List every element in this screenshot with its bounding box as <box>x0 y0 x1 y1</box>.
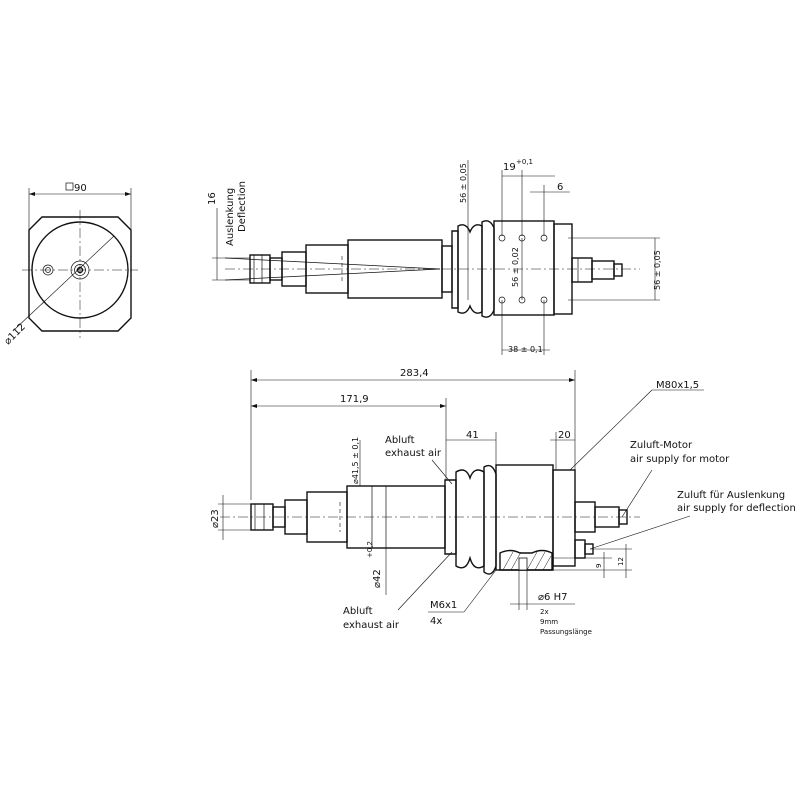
dim-19: 19 <box>503 162 516 173</box>
dim-20: 20 <box>558 430 571 441</box>
deflection-16: 16 <box>207 192 218 205</box>
top-view: 16 Auslenkung Deflection 56 ± 0,05 19 +0… <box>207 158 662 355</box>
label-motor-en: air supply for motor <box>630 454 730 465</box>
dim-19-tol: +0,1 <box>516 158 533 166</box>
dim-6: 6 <box>557 182 563 193</box>
abluft-top-en: exhaust air <box>385 448 442 459</box>
abluft-bot-de: Abluft <box>343 606 373 617</box>
count-2x: 2x <box>540 608 549 616</box>
side-view: 283,4 171,9 41 20 <box>210 368 796 636</box>
label-m6-count: 4x <box>430 616 442 627</box>
fit-length: Passungslänge <box>540 628 592 636</box>
dim-56-right: 56 ± 0,05 <box>653 250 662 290</box>
label-defl-en: air supply for deflection <box>677 503 796 514</box>
label-auslenkung: Auslenkung <box>225 188 236 246</box>
dia-6h7: ⌀6 H7 <box>538 592 567 603</box>
dim-56-top: 56 ± 0,05 <box>459 163 468 203</box>
label-deflection: Deflection <box>237 181 248 232</box>
dia-42: ⌀42 <box>372 569 383 588</box>
dim-171-9: 171,9 <box>340 394 369 405</box>
diameter-112: ⌀112 <box>2 322 28 348</box>
dia-23: ⌀23 <box>210 509 221 528</box>
dim-12: 12 <box>617 557 625 566</box>
dim-38: 38 ± 0,1 <box>508 345 543 354</box>
depth-9mm: 9mm <box>540 618 558 626</box>
square-dimension: 90 <box>74 183 87 194</box>
dim-283-4: 283,4 <box>400 368 429 379</box>
thread-m80: M80x1,5 <box>656 380 699 391</box>
dia-41-5: ⌀41,5 ± 0,1 <box>351 437 360 484</box>
abluft-bot-en: exhaust air <box>343 620 400 631</box>
dia-42-tol: +0,2 <box>366 541 374 558</box>
dim-56-mid: 56 ± 0,02 <box>511 247 520 287</box>
hatched-section <box>499 549 553 571</box>
dim-41: 41 <box>466 430 479 441</box>
label-m6: M6x1 <box>430 600 457 611</box>
abluft-top-de: Abluft <box>385 435 415 446</box>
label-motor-de: Zuluft-Motor <box>630 440 693 451</box>
label-defl-de: Zuluft für Auslenkung <box>677 490 785 501</box>
end-view: 90 ⌀112 <box>2 182 138 348</box>
dim-9: 9 <box>595 564 603 568</box>
